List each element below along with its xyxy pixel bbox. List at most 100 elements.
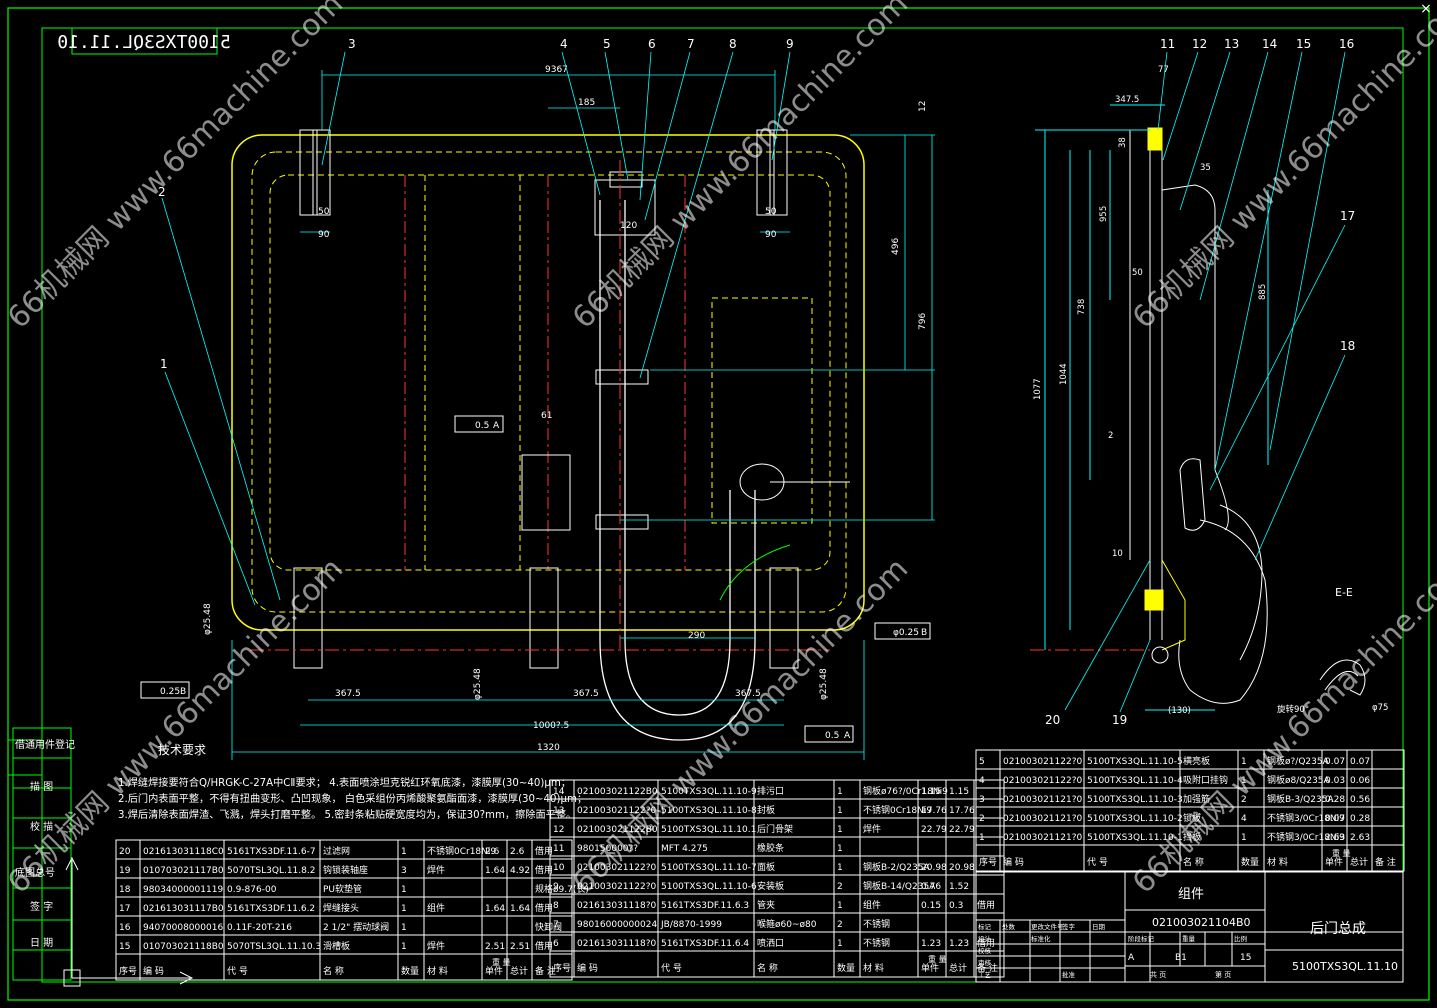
side-view: [1030, 104, 1269, 711]
bom-cell: 借用: [535, 864, 553, 876]
bom-cell: 不锈钢3/0Cr18Ni9: [1267, 812, 1345, 824]
qty-label: 15: [1240, 953, 1251, 963]
drawing-code: 5100TXS3QL.11.10: [1292, 960, 1398, 973]
bom-cell: 1: [1241, 776, 1247, 786]
bom-header: 材 料: [1267, 856, 1288, 868]
tol-b2: B: [180, 687, 186, 697]
bom-header: 备 注: [535, 965, 556, 977]
dim-10005: 1000?.5: [533, 721, 569, 731]
bom-cell: 1: [837, 939, 843, 949]
bom-cell: 5100TXS3QL.11.10-3: [1087, 795, 1183, 805]
dim-s2: 2: [1108, 431, 1113, 441]
bom-cell: 14: [553, 787, 565, 797]
bom-header: 总计: [510, 965, 528, 977]
dim-50b: 50: [765, 207, 777, 217]
dim-s10: 10: [1112, 549, 1123, 559]
dim-s77: 77: [1158, 65, 1169, 75]
bom-cell: 3: [979, 795, 985, 805]
bom-cell: 9: [553, 882, 559, 892]
bom-cell: 借用: [535, 845, 553, 857]
bom-cell: 021003021122B0: [577, 787, 658, 797]
bom-cell: 0.56: [1350, 795, 1370, 805]
tolerance-frames: [140, 415, 931, 743]
bom-cell: 1.52: [949, 882, 969, 892]
bom-cell: 焊件: [427, 940, 445, 952]
bom-cell: 010703021118B0: [143, 942, 224, 952]
dim-12: 12: [918, 101, 928, 112]
bom-cell: 挡板: [1183, 831, 1201, 843]
bom-cell: 17.76: [921, 806, 947, 816]
tech-requirements: 技术要求 1.焊缝焊接要符合Q/HRGK-C-27A中CⅡ要求； 4.表面喷涂坦…: [118, 743, 587, 821]
bom-cell: 焊缝接头: [323, 902, 359, 914]
bom-cell: 0.28: [1325, 795, 1345, 805]
dim-496: 496: [891, 238, 901, 255]
drawing-frame: [7, 7, 1430, 1001]
bom-cell: 组件: [427, 902, 445, 914]
bom-cell: JB/8870-1999: [660, 920, 722, 930]
bom-cell: 0.07: [1325, 757, 1345, 767]
bom-cell: 1: [837, 863, 843, 873]
bom-cell: 8: [553, 901, 559, 911]
bom-cell: 5161TXS3DF.11.6-7: [227, 847, 316, 857]
balloon-16: 16: [1339, 37, 1354, 51]
bom-cell: 98034000001119: [143, 885, 223, 895]
sidebar-4: 底图总号: [15, 866, 55, 879]
bom-cell: 2 1/2" 摆动球阀: [323, 921, 389, 933]
bom-cell: 钢板ø76?/0Cr18Ni9: [863, 785, 948, 797]
bom-cell: 19: [119, 866, 131, 876]
balloon-7: 7: [687, 37, 695, 51]
balloon-6: 6: [648, 37, 656, 51]
bom-cell: 17.76: [949, 806, 975, 816]
bom-cell: 管夹: [757, 899, 775, 911]
bom-header: 序号: [979, 856, 997, 868]
bom-cell: 0.07: [1350, 757, 1370, 767]
bom-cell: 021613031118?0: [577, 939, 656, 949]
bom-cell: 5: [979, 757, 985, 767]
bom-cell: 2.63: [1325, 833, 1345, 843]
dim-s885: 885: [1258, 284, 1268, 300]
bom-cell: 5100TXS3QL.11.10-7: [661, 863, 757, 873]
bom-header: 名 称: [323, 965, 344, 977]
bom-cell: 封板: [757, 804, 775, 816]
bom-cell: 2.51: [485, 942, 505, 952]
dim-s75: φ75: [1372, 703, 1388, 713]
bom-cell: 6: [553, 939, 559, 949]
bom-cell: 021003021122B0: [577, 825, 658, 835]
dim-120: 120: [620, 221, 637, 231]
bom-cell: 吸附口挂钩: [1183, 774, 1228, 786]
dim-s130: (130): [1168, 706, 1191, 716]
ucs-origin-icon: [63, 856, 194, 987]
bom-cell: 不锈钢: [863, 937, 890, 949]
tb-count: 处数: [1002, 922, 1016, 931]
bom-cell: 借用: [535, 902, 553, 914]
side-dim-labels: 77 347.5 38 35 955 50 738 1044 1077 885 …: [1033, 65, 1388, 716]
sidebar-6: 日 期: [30, 937, 53, 949]
bom-cell: 1: [837, 844, 843, 854]
bom-cell: 不锈钢0Cr18Ni9: [863, 804, 932, 816]
close-icon[interactable]: ×: [1420, 1, 1432, 17]
bom-header: 序号: [119, 965, 137, 977]
bom-cell: 0.28: [1350, 814, 1370, 824]
bom-header: 单件: [1325, 856, 1343, 868]
bom-cell: 021003021121?0: [1003, 795, 1082, 805]
bom-cell: 后门骨架: [757, 823, 793, 835]
dim-290: 290: [688, 631, 705, 641]
bom-frame: [975, 749, 1405, 872]
bom-cell: 980150000??: [577, 844, 638, 854]
watermark-6: 66机械网 www.66machine.com: [1126, 551, 1437, 900]
front-dimensions: [231, 70, 935, 760]
bom-cell: 1.64: [485, 866, 505, 876]
balloon-17: 17: [1340, 209, 1355, 223]
bom-header: 名 称: [757, 962, 778, 974]
bom-cell: 钢板B-2/Q235A: [863, 861, 930, 873]
bom-cell: 过滤网: [323, 845, 350, 857]
balloon-5: 5: [603, 37, 611, 51]
bom-cell: 1: [979, 833, 985, 843]
bom-cell: PU软垫管: [323, 883, 362, 895]
dim-s738: 738: [1077, 299, 1087, 315]
bom-cell: 1: [1241, 833, 1247, 843]
tol-a: A: [493, 421, 500, 431]
bom-cell: 面板: [757, 861, 775, 873]
bom-cell: 借用: [977, 937, 995, 949]
